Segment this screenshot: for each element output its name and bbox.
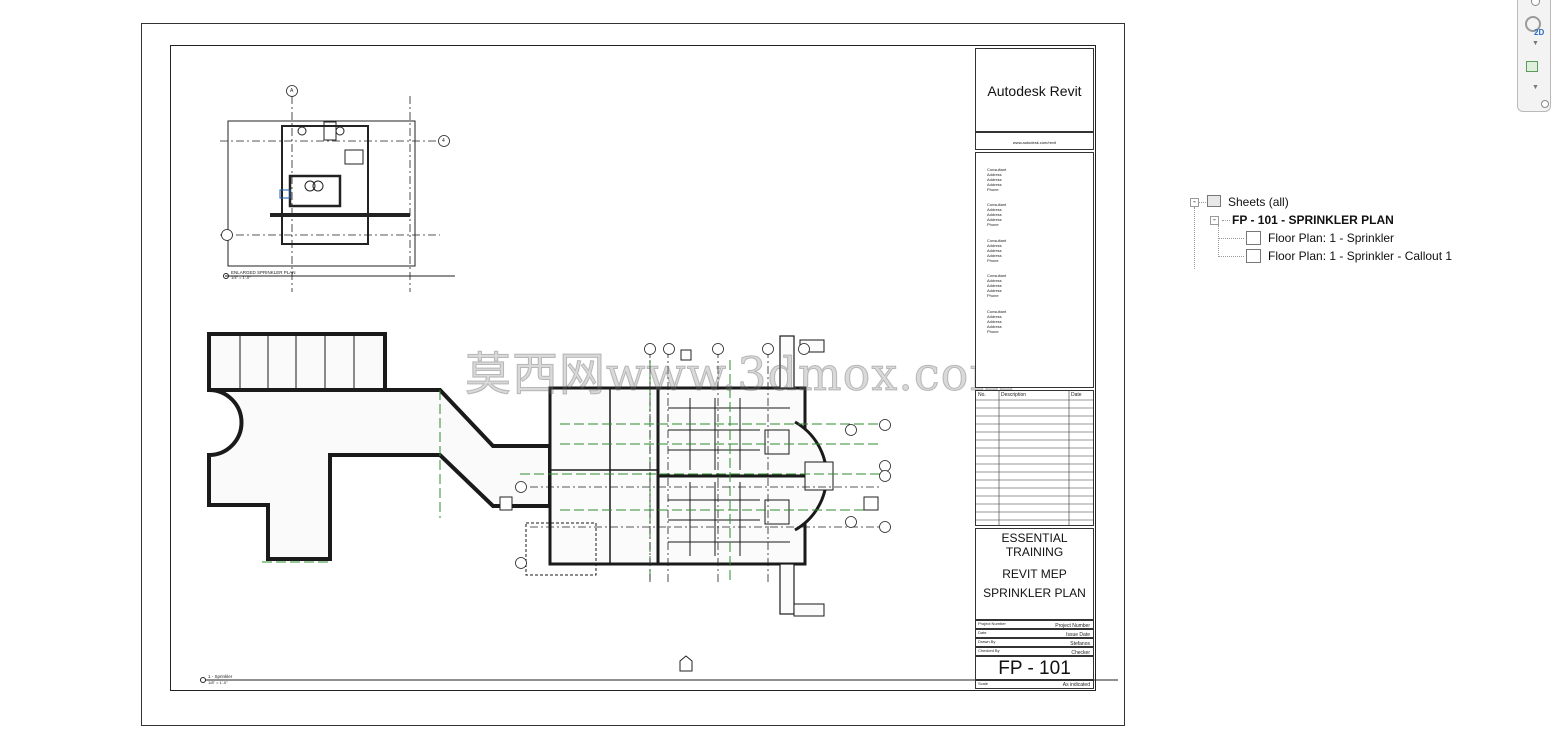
callout-view-icon [1246,249,1261,263]
revision-table: No. Description Date [975,390,1094,526]
rev-header-no: No. [978,392,986,398]
grid-label-a: A [290,88,294,94]
tree-line [1222,220,1230,221]
callout-view-title[interactable]: ENLARGED SPRINKLER PLAN [231,270,296,275]
website-text: www.autodesk.com/revit [1012,140,1057,145]
tree-line [1218,238,1244,239]
tree-item-floor-plan-callout[interactable]: Floor Plan: 1 - Sprinkler - Callout 1 [1268,249,1453,263]
title-block-logo-panel: Autodesk Revit [975,48,1094,132]
sheet-number: FP - 101 [998,658,1071,679]
tree-item-floor-plan-sprinkler[interactable]: Floor Plan: 1 - Sprinkler [1268,231,1395,245]
sheet-name: SPRINKLER PLAN [983,586,1086,600]
date-row: Date Issue Date [975,629,1094,638]
rev-header-date: Date [1071,392,1082,398]
main-view-title[interactable]: 1 - Sprinkler [208,674,233,679]
tree-line [1194,207,1195,269]
sheet-number-panel: FP - 101 [975,656,1094,680]
2d-badge: 2D [1534,28,1545,37]
tree-line [1218,225,1219,257]
grid-label-4: 4 [442,138,445,144]
main-view-scale: 1/8" = 1'-0" [208,680,228,685]
title-block-website-panel: www.autodesk.com/revit [975,132,1094,150]
project-title-line-1: ESSENTIAL [1001,531,1068,545]
drawing-border [170,45,1096,691]
project-number-row: Project Number Project Number [975,620,1094,629]
navigation-bar[interactable]: 2D ▼ ▼ [1517,0,1551,112]
project-title-line-2: TRAINING [1005,545,1064,559]
project-title-panel: ESSENTIAL TRAINING REVIT MEP SPRINKLER P… [975,528,1094,620]
collapse-sheets-toggle[interactable]: - [1190,197,1199,207]
tree-item-sheet-fp-101[interactable]: FP - 101 - SPRINKLER PLAN [1232,213,1394,227]
zoom-icon[interactable] [1526,61,1538,72]
collapse-sheet-toggle[interactable]: - [1210,215,1219,225]
callout-view-scale: 1/4" = 1'-0" [231,275,251,280]
revision-table-grid [976,391,1093,525]
rev-header-description: Description [1001,392,1027,398]
tree-item-sheets-all[interactable]: Sheets (all) [1228,195,1289,209]
options-icon[interactable] [1541,100,1549,108]
chevron-down-icon[interactable]: ▼ [1532,40,1539,47]
watermark: 莫西网www.3dmox.com [465,347,1014,402]
floor-plan-view-icon [1246,231,1261,245]
sheets-folder-icon [1207,195,1221,207]
close-nav-icon[interactable] [1531,0,1540,6]
chevron-down-icon-2[interactable]: ▼ [1532,84,1539,91]
scale-row: Scale As indicated [975,680,1094,689]
project-title-line-3: REVIT MEP [1002,567,1067,581]
tree-line [1218,256,1244,257]
tree-line [1198,202,1206,203]
steering-wheel-icon[interactable] [1525,16,1541,32]
checked-by-row: Checked By Checker [975,647,1094,656]
autodesk-revit-logo: Autodesk Revit [987,83,1082,99]
drawn-by-row: Drawn By Stefanos [975,638,1094,647]
